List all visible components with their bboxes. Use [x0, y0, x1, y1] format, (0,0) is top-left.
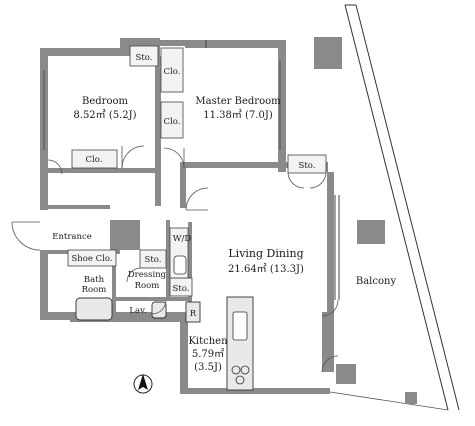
closet-label-bedroom: Clo. [86, 155, 103, 165]
stove-burner-1 [231, 365, 241, 375]
bath-label-line1: Bath [84, 275, 105, 285]
shoe-closet-box [67, 249, 117, 267]
stove-burner-2 [240, 365, 250, 375]
balcony-railing [329, 4, 460, 411]
entrance-label: Entrance [52, 232, 92, 242]
drain-box [405, 392, 417, 404]
windows [43, 40, 340, 300]
kitchen-area-j: (3.5J) [194, 362, 222, 373]
storage-label-top: Sto. [136, 53, 153, 63]
shoe-closet-label: Shoe Clo. [71, 254, 112, 264]
stove-burner-3 [235, 375, 245, 385]
closet-master-lower [160, 101, 184, 139]
storage-label-dressing: Sto. [145, 255, 162, 265]
refrigerator [185, 301, 201, 323]
living-dining-label: Living Dining [228, 247, 303, 260]
closet-bedroom-bottom [71, 149, 118, 169]
interior-walls [48, 56, 192, 316]
storage-label-small: Sto. [173, 284, 190, 294]
sink [232, 311, 248, 341]
storage-top [129, 45, 159, 67]
dressing-label-line1: Dressing [128, 270, 167, 280]
north-arrow-icon [133, 374, 153, 394]
refrigerator-label: R [190, 309, 197, 319]
outdoor-unit-top [314, 37, 342, 69]
master-bedroom-label: Master Bedroom [195, 96, 281, 107]
closet-label-master-lower: Clo. [164, 117, 181, 127]
kitchen-area: 5.79㎡ [192, 348, 224, 360]
outer-walls [40, 38, 334, 394]
kitchen-label: Kitchen [188, 336, 228, 347]
balcony-label: Balcony [356, 276, 397, 287]
outdoor-unit-bottom [336, 364, 356, 384]
dressing-label-line2: Room [135, 281, 160, 291]
storage-dressing [139, 249, 167, 269]
master-bedroom-area: 11.38㎡ (7.0J) [203, 109, 273, 121]
washbasin [151, 301, 167, 319]
door-swings [11, 145, 339, 373]
closet-master-upper [160, 47, 184, 93]
living-dining-area: 21.64㎡ (13.3J) [228, 263, 304, 275]
bathtub [75, 297, 113, 321]
washer-dryer-label: W/D [173, 234, 192, 244]
bath-label-line2: Room [82, 285, 107, 295]
closet-label-master-upper: Clo. [164, 67, 181, 77]
storage-living [287, 154, 327, 174]
storage-label-living: Sto. [299, 161, 316, 171]
lavatory-label: Lav. [129, 306, 146, 316]
outdoor-unit-middle [357, 220, 385, 244]
washer-symbol [173, 255, 187, 275]
bedroom-label: Bedroom [82, 96, 128, 107]
bedroom-area: 8.52㎡ (5.2J) [73, 109, 136, 121]
